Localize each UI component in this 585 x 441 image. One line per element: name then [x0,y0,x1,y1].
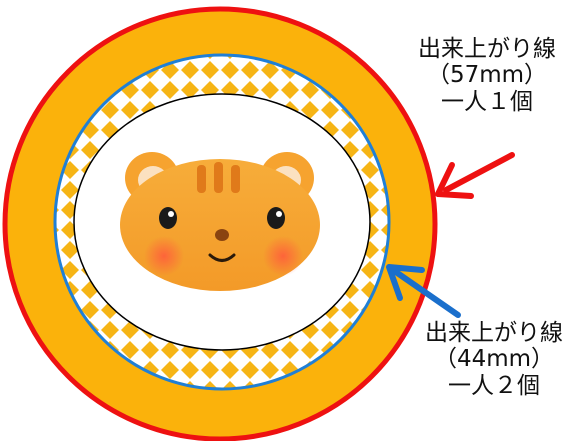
label-outer-57mm: 出来上がり線 （57mm） 一人１個 [392,36,582,115]
label-inner-line1: 出来上がり線 [425,320,563,346]
label-inner-line2: （44mm） [433,346,555,373]
blue-arrow-icon [386,264,461,318]
label-outer-line3: 一人１個 [441,88,533,115]
label-outer-line2: （57mm） [426,62,548,89]
label-outer-line1: 出来上がり線 [418,36,556,62]
label-inner-line3: 一人２個 [448,372,540,399]
tiger-cat-face-icon [120,152,320,291]
red-arrow-icon [435,152,515,199]
label-inner-44mm: 出来上がり線 （44mm） 一人２個 [404,320,584,399]
